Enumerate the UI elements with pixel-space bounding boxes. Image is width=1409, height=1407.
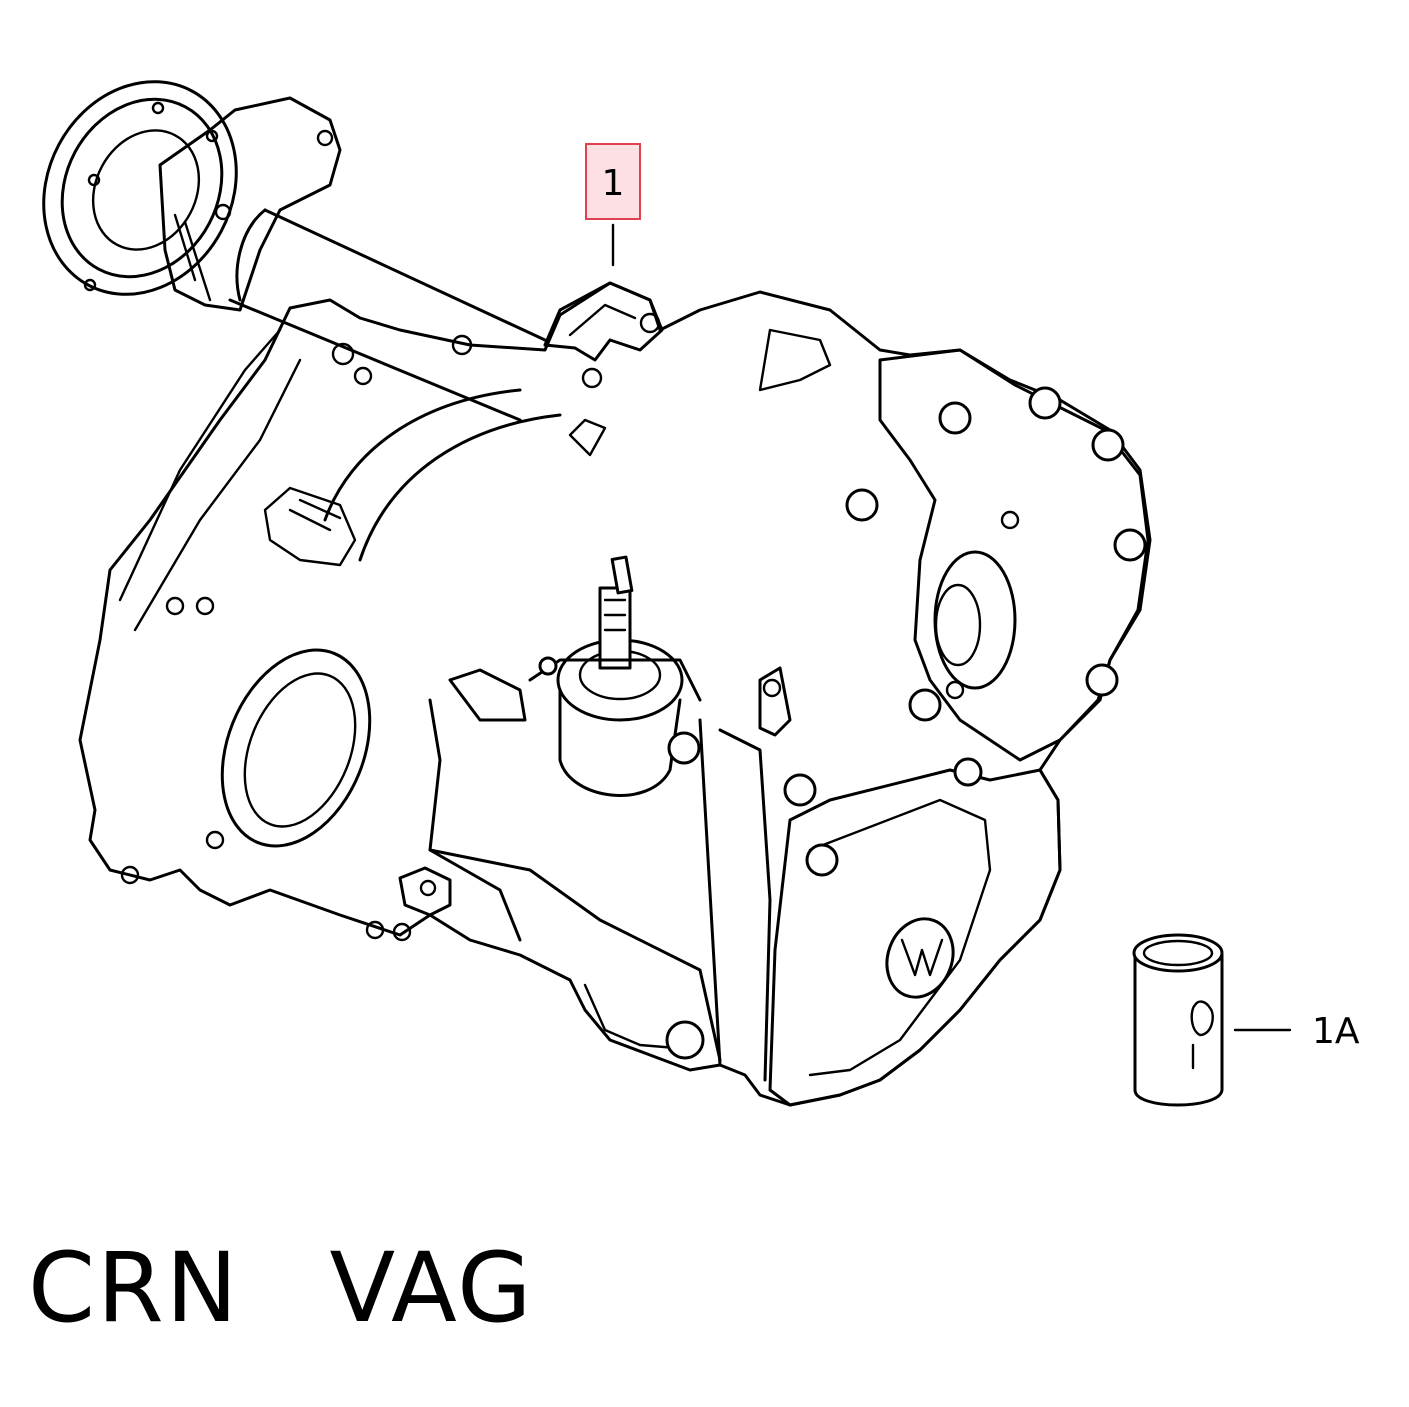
callout-1a[interactable]: 1A: [1233, 1011, 1360, 1052]
footer-caption: CRN VAG: [28, 1232, 533, 1344]
callout-1-highlight: [585, 143, 641, 220]
rear-cover: [768, 688, 1062, 1107]
selector-tower: [448, 555, 702, 797]
drive-flange: [42, 80, 342, 312]
callout-1-label: 1: [602, 163, 625, 204]
callout-1a-label: 1A: [1312, 1011, 1360, 1052]
gearbox-drawing: 1 1A: [42, 80, 1360, 1107]
vw-logo-icon: [885, 917, 955, 999]
part-1a-cylinder: [1132, 933, 1224, 1107]
callout-1[interactable]: 1: [585, 143, 641, 267]
vw-logo-mark: [900, 938, 944, 977]
upper-tube: [228, 208, 547, 422]
end-cover: [758, 328, 1150, 762]
upper-bracket: [543, 281, 664, 457]
footer-left-code: CRN: [28, 1232, 240, 1344]
lower-housing: [398, 666, 792, 1082]
footer-brand: VAG: [329, 1232, 534, 1344]
